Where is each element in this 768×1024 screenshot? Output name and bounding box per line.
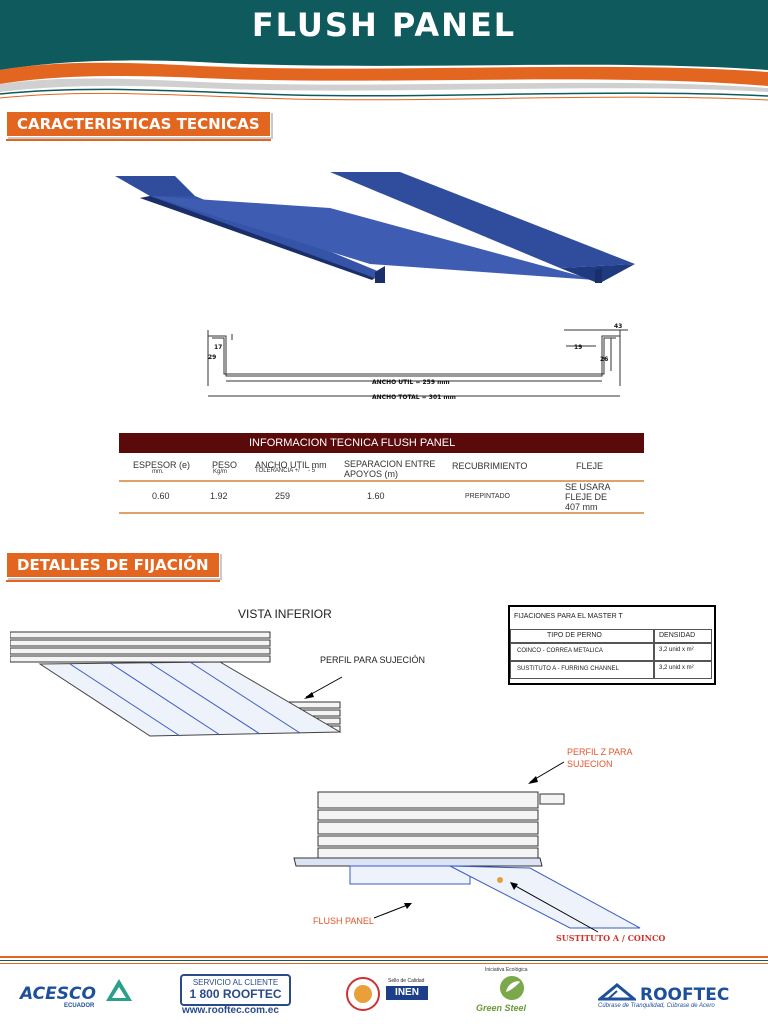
acesco-logo-sub: ECUADOR xyxy=(64,1003,95,1009)
col-ancho-tol: TOLERANCIA +/ - 5 xyxy=(255,468,316,474)
section-caracteristicas: CARACTERISTICAS TECNICAS xyxy=(6,111,271,141)
cell-fleje-1: SE USARA xyxy=(565,482,611,492)
website-link[interactable]: www.rooftec.com.ec xyxy=(182,1005,279,1016)
cell-fleje-2: FLEJE DE xyxy=(565,492,608,502)
header-banner: FLUSH PANEL xyxy=(0,0,768,110)
perfil-sujecion-label: PERFIL PARA SUJECIÓN xyxy=(320,655,426,665)
fixings-table: FIJACIONES PARA EL MASTER T TIPO DE PERN… xyxy=(508,605,716,685)
cell-recubrimiento: PREPINTADO xyxy=(465,493,510,500)
page-title: FLUSH PANEL xyxy=(251,6,517,44)
vista-inferior-label: VISTA INFERIOR xyxy=(238,607,332,621)
footer-line-orange-2 xyxy=(0,963,768,964)
green-steel-leaf-icon xyxy=(500,976,524,1000)
dim-29: 29 xyxy=(208,354,216,361)
fixings-r2c2: 3,2 unid x m² xyxy=(654,661,712,679)
cell-peso: 1.92 xyxy=(210,491,228,501)
vista-inferior-illustration xyxy=(10,631,342,737)
fixings-r1c2: 3,2 unid x m² xyxy=(654,643,712,661)
col-separacion: SEPARACION ENTRE xyxy=(344,459,436,469)
arrow-flush-panel xyxy=(373,903,412,919)
fixings-col-densidad: DENSIDAD xyxy=(654,629,712,643)
perfil-z-label-2: SUJECION xyxy=(567,759,613,769)
footer-line-teal xyxy=(0,960,768,961)
cell-ancho: 259 xyxy=(275,491,291,501)
acesco-logo-text: ACESCO xyxy=(20,984,96,1004)
dim-17: 17 xyxy=(214,344,222,351)
col-peso-unit: Kg/m xyxy=(213,469,228,475)
assembly-illustration xyxy=(293,791,641,929)
col-fleje: FLEJE xyxy=(576,461,604,471)
arrow-perfil xyxy=(304,676,343,699)
cell-espesor: 0.60 xyxy=(152,491,170,501)
col-ancho: ANCHO UTIL mm xyxy=(255,460,327,470)
flush-panel-label: FLUSH PANEL xyxy=(313,916,374,926)
panel-3d-illustration xyxy=(115,172,635,283)
dimension-drawing: 43 17 19 29 26 ANCHO UTIL = 259 mm ANCHO… xyxy=(207,323,628,401)
table-bottom-line xyxy=(119,512,644,514)
rooftec-slogan: Cúbrase de Tranquilidad, Cúbrase de Acer… xyxy=(598,1003,715,1009)
perfil-z-label: PERFIL Z PARA xyxy=(567,747,633,757)
cell-separacion: 1.60 xyxy=(367,491,385,501)
col-espesor-unit: mm. xyxy=(152,469,164,475)
arrow-sustituto xyxy=(510,882,599,933)
sello-calidad-text: Sello de Calidad xyxy=(388,978,425,984)
sustituto-label: SUSTITUTO A / COINCO xyxy=(556,933,666,943)
footer-line-orange xyxy=(0,956,768,958)
fixings-col-perno: TIPO DE PERNO xyxy=(510,629,654,643)
fixings-r1c1: COINCO - CORREA METALICA xyxy=(510,643,654,661)
acesco-triangle-icon xyxy=(106,979,132,1001)
header-wave-graphic xyxy=(0,0,768,101)
rooftec-roof-icon xyxy=(598,983,636,1001)
dim-43: 43 xyxy=(614,323,622,330)
dim-26: 26 xyxy=(600,356,608,363)
green-steel-text: Green Steel xyxy=(476,1003,527,1013)
sgs-seal-icon xyxy=(346,977,380,1011)
arrow-perfil-z xyxy=(528,761,565,784)
inen-logo: INEN xyxy=(386,986,428,1000)
green-initiative-text: Iniciativa Ecológica xyxy=(485,967,528,973)
dim-ancho-util: ANCHO UTIL = 259 mm xyxy=(372,379,450,386)
dim-19: 19 xyxy=(574,344,582,351)
fixings-r2c1: SUSTITUTO A - FURRING CHANNEL xyxy=(510,661,654,679)
fixings-title: FIJACIONES PARA EL MASTER T xyxy=(514,613,623,620)
table-divider xyxy=(119,480,644,482)
dim-ancho-total: ANCHO TOTAL = 301 mm xyxy=(372,394,456,401)
tech-table-title: INFORMACION TECNICA FLUSH PANEL xyxy=(249,437,456,449)
tech-table-header: INFORMACION TECNICA FLUSH PANEL xyxy=(119,433,644,453)
col-separacion-2: APOYOS (m) xyxy=(344,469,399,479)
col-peso: PESO xyxy=(212,460,238,470)
section-detalles: DETALLES DE FIJACIÓN xyxy=(6,552,220,582)
cell-fleje-3: 407 mm xyxy=(565,502,598,512)
rooftec-logo-text: ROOFTEC xyxy=(640,985,730,1005)
service-number[interactable]: 1 800 ROOFTEC xyxy=(189,987,282,1001)
service-label: SERVICIO AL CLIENTE xyxy=(192,978,279,987)
service-box: SERVICIO AL CLIENTE 1 800 ROOFTEC xyxy=(180,974,291,1006)
col-espesor: ESPESOR (e) xyxy=(133,460,191,470)
col-recubrimiento: RECUBRIMIENTO xyxy=(452,461,528,471)
